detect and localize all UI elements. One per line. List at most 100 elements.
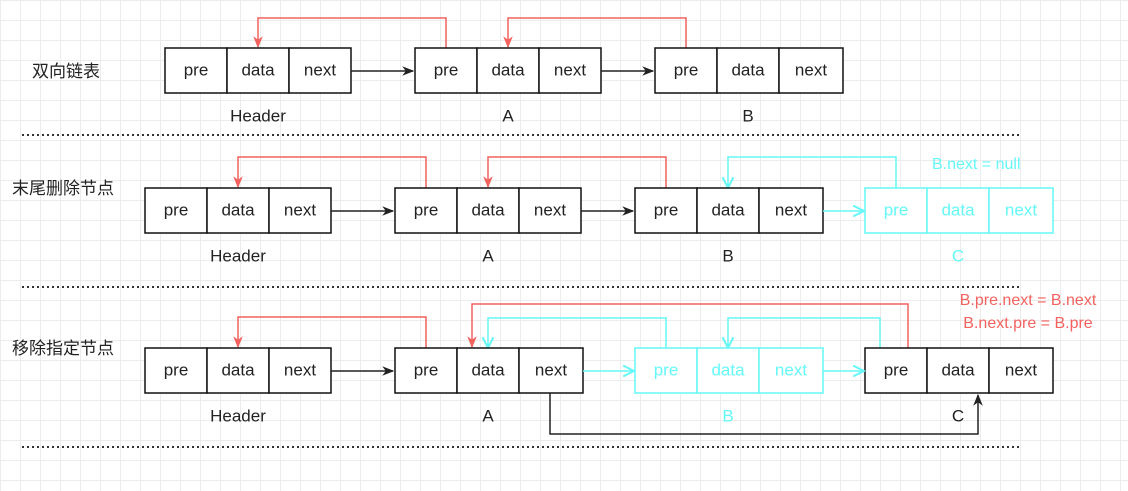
node-label: Header (210, 246, 266, 265)
node-data-cell (476, 47, 540, 94)
node-pre-cell (864, 347, 928, 394)
node-b-removed: pre data next B (634, 347, 824, 425)
field-pre: pre (164, 360, 189, 379)
field-pre: pre (414, 200, 439, 219)
node-next-cell (538, 47, 602, 94)
node-next-cell (518, 187, 582, 234)
field-data: data (241, 60, 275, 79)
node-a: pre data next A (394, 187, 582, 265)
field-pre: pre (654, 360, 679, 379)
node-header: pre data next Header (164, 47, 352, 125)
node-next-cell (758, 187, 824, 234)
pre-arrow-b-to-a (483, 156, 667, 189)
field-pre: pre (654, 200, 679, 219)
field-data: data (941, 360, 975, 379)
node-next-cell (778, 47, 844, 94)
node-label: C (952, 406, 964, 425)
field-data: data (221, 360, 255, 379)
pre-arrow-b-to-a (488, 317, 667, 348)
node-pre-cell (394, 347, 458, 394)
section-title: 末尾删除节点 (12, 179, 114, 199)
field-next: next (775, 200, 807, 219)
field-data: data (941, 200, 975, 219)
node-b: pre data next B (634, 187, 824, 265)
node-data-cell (206, 347, 270, 394)
field-next: next (775, 360, 807, 379)
pre-arrow-c-to-b (728, 317, 881, 348)
field-pre: pre (884, 360, 909, 379)
node-next-cell (288, 47, 352, 94)
annotation-next-pre: B.next.pre = B.pre (963, 315, 1093, 332)
node-pre-cell (144, 347, 208, 394)
node-pre-cell (164, 47, 228, 94)
field-pre: pre (434, 60, 459, 79)
field-pre: pre (184, 60, 209, 79)
annotation: B.next = null (932, 156, 1021, 173)
field-pre: pre (674, 60, 699, 79)
field-next: next (534, 200, 566, 219)
field-next: next (554, 60, 586, 79)
node-label: B (722, 246, 733, 265)
node-data-cell (226, 47, 290, 94)
field-data: data (731, 60, 765, 79)
field-data: data (221, 200, 255, 219)
node-c-removed: pre data next C (864, 187, 1054, 265)
pre-arrow-a-to-header (233, 156, 427, 189)
field-pre: pre (414, 360, 439, 379)
field-next: next (535, 360, 567, 379)
field-data: data (471, 360, 505, 379)
field-next: next (284, 360, 316, 379)
node-pre-cell (144, 187, 208, 234)
section-remove-node: 移除指定节点 B.pre.next = B.next B.next.pre = … (12, 292, 1097, 448)
section-title: 移除指定节点 (12, 339, 114, 359)
node-label: A (482, 406, 494, 425)
node-label: B (742, 106, 753, 125)
field-next: next (795, 60, 827, 79)
pre-arrow-b-to-a (503, 17, 687, 49)
node-label: Header (210, 406, 266, 425)
field-pre: pre (164, 200, 189, 219)
field-next: next (1005, 200, 1037, 219)
field-next: next (304, 60, 336, 79)
node-data-cell (926, 187, 990, 234)
node-a: pre data next A (394, 347, 584, 425)
section-title: 双向链表 (32, 62, 100, 82)
node-data-cell (716, 47, 780, 94)
node-next-cell (268, 187, 332, 234)
node-next-cell (988, 347, 1054, 394)
section-delete-tail: 末尾删除节点 B.next = null pre data next Heade… (12, 156, 1054, 288)
node-data-cell (456, 347, 520, 394)
node-next-cell (758, 347, 824, 394)
section-doubly-linked-list: 双向链表 pre data next Header pre data next … (22, 17, 1022, 136)
node-pre-cell (654, 47, 718, 94)
next-arrow-a-to-c (549, 393, 983, 435)
node-data-cell (696, 347, 760, 394)
field-data: data (471, 200, 505, 219)
node-label: B (722, 406, 733, 425)
node-data-cell (456, 187, 520, 234)
node-header: pre data next Header (144, 347, 332, 425)
field-next: next (284, 200, 316, 219)
annotation-pre-next: B.pre.next = B.next (960, 292, 1097, 309)
field-next: next (1005, 360, 1037, 379)
field-data: data (711, 200, 745, 219)
field-pre: pre (884, 200, 909, 219)
node-label: Header (230, 106, 286, 125)
node-c: pre data next C (864, 347, 1054, 425)
pre-arrow-a-to-header (253, 17, 447, 49)
node-next-cell (988, 187, 1054, 234)
node-label: A (482, 246, 494, 265)
node-label: A (502, 106, 514, 125)
pre-arrow-c-to-a (467, 303, 909, 349)
field-data: data (711, 360, 745, 379)
node-label: C (952, 246, 964, 265)
node-b: pre data next B (654, 47, 844, 125)
node-data-cell (696, 187, 760, 234)
node-header: pre data next Header (144, 187, 332, 265)
node-a: pre data next A (414, 47, 602, 125)
pre-arrow-a-to-header (233, 316, 427, 349)
field-data: data (491, 60, 525, 79)
pre-arrow-c-to-b (728, 156, 897, 188)
node-data-cell (926, 347, 990, 394)
